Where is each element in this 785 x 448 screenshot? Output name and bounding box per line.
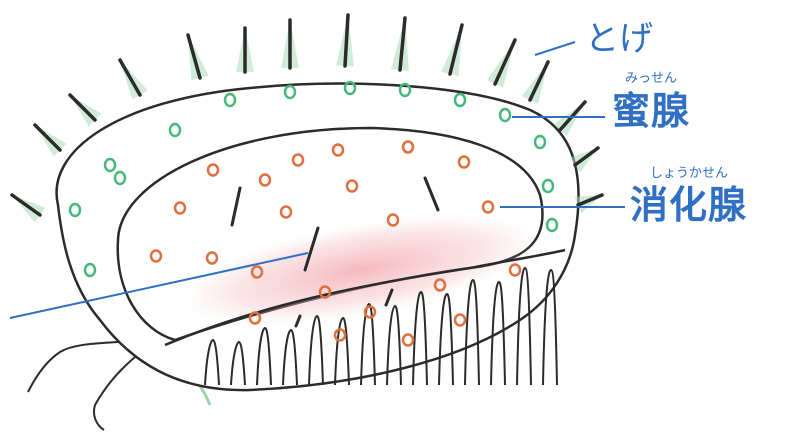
nectar-gland-ruby: みっせん [625, 72, 677, 85]
spine-leader [535, 42, 575, 55]
digestive-gland-ruby: しょうかせん [650, 167, 728, 180]
nectar-gland-label: 蜜腺 [612, 92, 690, 130]
spine [35, 125, 60, 150]
spine [70, 95, 95, 120]
digestive-gland-label: 消化腺 [630, 186, 747, 224]
spine-label: とげ [585, 22, 653, 56]
